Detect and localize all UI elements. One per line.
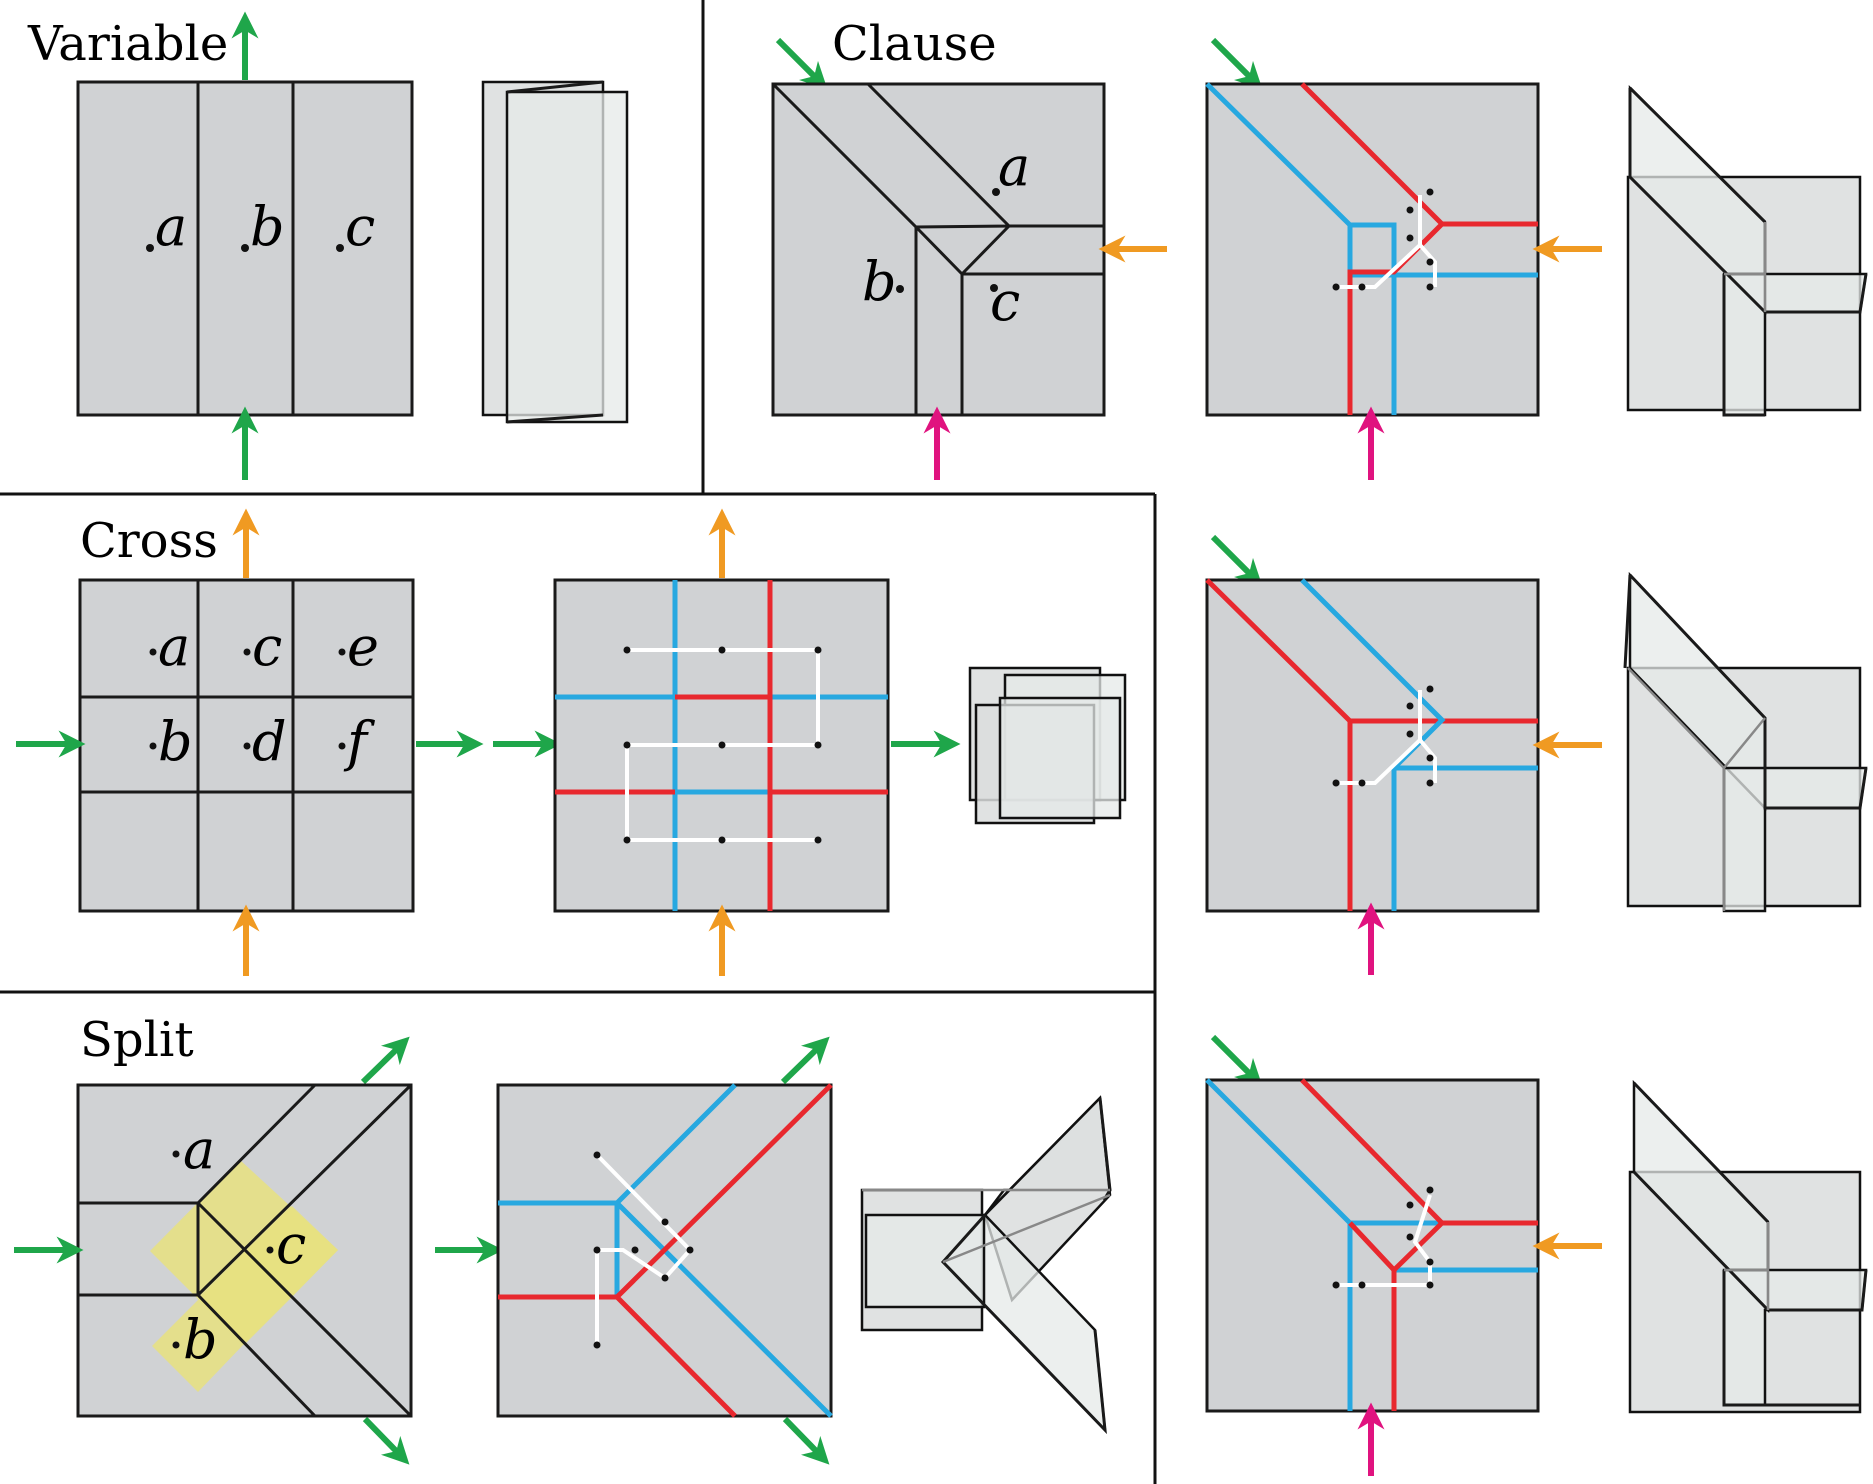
arrow-icon xyxy=(1210,37,1263,90)
clause-label-c: c xyxy=(990,270,1020,333)
arrow-icon xyxy=(782,1416,830,1465)
cross-folded xyxy=(968,666,1127,825)
cross-label-d: d xyxy=(252,710,287,773)
clause-folded-1 xyxy=(1626,84,1868,417)
variable-label-c: c xyxy=(345,195,375,258)
clause-label-a: a xyxy=(998,135,1030,198)
split-label-a: a xyxy=(183,1118,215,1181)
clause-title: Clause xyxy=(832,16,997,72)
variable-gadget: Variable a b c xyxy=(27,11,629,480)
arrow-icon xyxy=(360,1036,410,1085)
cross-crease-pattern xyxy=(493,508,961,976)
arrow-icon xyxy=(1210,534,1263,587)
arrow-icon xyxy=(775,37,828,90)
split-title: Split xyxy=(80,1012,194,1068)
clause-label-b: b xyxy=(862,250,897,313)
variable-title: Variable xyxy=(27,16,228,72)
cross-label-c: c xyxy=(252,615,282,678)
variable-folded xyxy=(481,80,629,424)
variable-label-a: a xyxy=(155,195,187,258)
arrow-icon xyxy=(780,1036,830,1085)
clause-crease-row-2 xyxy=(1205,534,1602,975)
arrow-icon xyxy=(1210,1034,1263,1087)
cross-label-b: b xyxy=(158,710,193,773)
split-gadget: Split a c b xyxy=(14,1012,1112,1465)
cross-title: Cross xyxy=(80,513,218,569)
arrow-icon xyxy=(362,1416,410,1465)
clause-folded-2 xyxy=(1623,571,1868,913)
split-label-c: c xyxy=(276,1213,306,1276)
clause-gadget: Clause a b c xyxy=(771,16,1868,1476)
panel-frames xyxy=(0,0,1157,1484)
cross-gadget: Cross a c e b d f xyxy=(16,508,1127,976)
clause-crease-row-1 xyxy=(1205,37,1602,480)
cross-label-a: a xyxy=(158,615,190,678)
variable-label-b: b xyxy=(250,195,285,258)
clause-folded-3 xyxy=(1628,1079,1868,1414)
split-label-b: b xyxy=(183,1308,218,1371)
split-crease-pattern xyxy=(435,1036,833,1465)
cross-label-e: e xyxy=(347,615,379,678)
clause-crease-row-3 xyxy=(1205,1034,1602,1476)
split-folded xyxy=(860,1095,1112,1435)
